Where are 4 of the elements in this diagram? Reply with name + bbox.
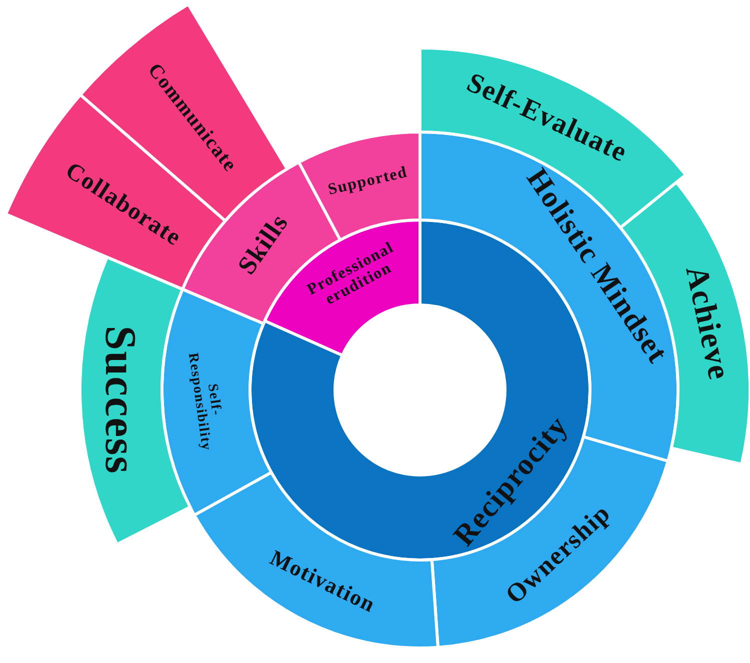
segment-label: Self-Responsibility: [184, 351, 226, 453]
segment-label: Achieve: [680, 263, 737, 384]
segment-label: Success: [97, 326, 144, 475]
sunburst-segment: [297, 130, 422, 242]
